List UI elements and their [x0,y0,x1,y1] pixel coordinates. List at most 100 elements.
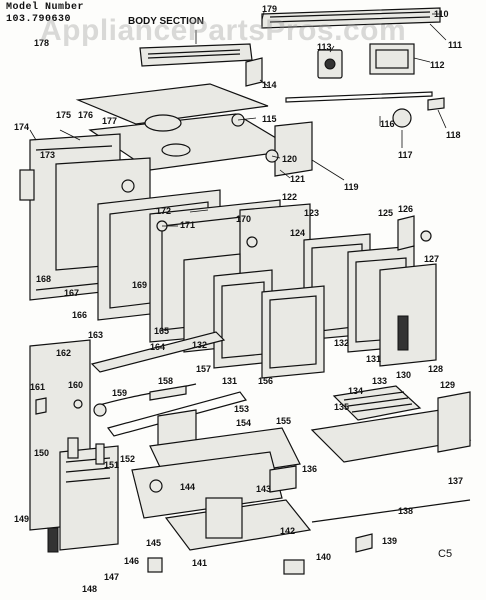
part-label-112: 112 [430,60,445,70]
part-label-150: 150 [34,448,49,458]
part-label-166: 166 [72,310,87,320]
rail-138-part [311,499,471,523]
part-label-161: 161 [30,382,45,392]
gear-172-part [121,179,135,193]
bracket-163-part [90,331,226,373]
part-label-119: 119 [344,182,359,192]
part-label-137: 137 [448,476,463,486]
part-label-174: 174 [14,122,29,132]
vent-cap-part [144,114,182,132]
part-label-113: 113 [317,42,332,52]
part-label-134: 134 [348,386,363,396]
part-label-154: 154 [236,418,251,428]
screw-160-part [73,399,83,409]
part-label-118: 118 [446,130,461,140]
part-label-170: 170 [236,214,251,224]
watermark: AppliancePartsPros.com [40,14,407,47]
part-label-133: 133 [372,376,387,386]
part-label-114: 114 [262,80,277,90]
part-label-153: 153 [234,404,249,414]
part-label-156: 156 [258,376,273,386]
hinge-150-part [67,437,79,459]
part-label-125: 125 [378,208,393,218]
part-label-172: 172 [156,206,171,216]
leader-lines [29,11,447,227]
clock-112-part [369,43,415,75]
bracket-136-part [269,465,297,493]
part-label-159: 159 [112,388,127,398]
pin-127-part [420,230,432,242]
part-label-143: 143 [256,484,271,494]
door-panel-128-part [379,263,437,367]
part-label-164: 164 [150,342,165,352]
clip-118-part [427,97,445,111]
part-label-138: 138 [398,506,413,516]
burner-part [161,143,191,157]
rod-153-part [106,391,248,437]
leg-149-part [47,527,59,553]
box-142-part [205,497,243,539]
part-label-135: 135 [334,402,349,412]
part-label-130: 130 [396,370,411,380]
clip-139-part [355,533,373,553]
part-label-177: 177 [102,116,117,126]
part-label-173: 173 [40,150,55,160]
bottom-plate-part [131,451,283,519]
side-bracket-119-part [274,121,313,177]
part-label-132b: 132 [334,338,349,348]
part-label-163: 163 [88,330,103,340]
clock-face-part [375,49,409,69]
part-label-116: 116 [380,119,395,129]
tube-158-part [149,385,187,401]
part-label-165: 165 [154,326,169,336]
part-label-158: 158 [158,376,173,386]
part-label-152: 152 [120,454,135,464]
grommet-144-part [149,479,163,493]
part-label-110: 110 [434,9,449,19]
part-label-145: 145 [146,538,161,548]
part-label-142: 142 [280,526,295,536]
part-label-146: 146 [124,556,139,566]
foot-140-part [283,559,305,575]
part-label-140: 140 [316,552,331,562]
fitting-159-part [93,403,107,417]
part-label-141: 141 [192,558,207,568]
latch-126-part [397,215,415,251]
part-label-123: 123 [304,208,319,218]
part-label-169: 169 [132,280,147,290]
part-label-148: 148 [82,584,97,594]
part-label-126: 126 [398,204,413,214]
end-plate-129-part [437,391,471,453]
part-label-147: 147 [104,572,119,582]
back-trim-part [261,7,441,29]
bracket-114-part [245,57,263,87]
part-label-175: 175 [56,110,71,120]
section-title: BODY SECTION [128,16,204,27]
top-panel-part [75,83,269,125]
part-label-111: 111 [448,40,462,50]
part-label-157: 157 [196,364,211,374]
part-label-131: 131 [222,376,237,386]
part-label-151: 151 [104,460,119,470]
hinge-173-part [19,169,35,201]
page-code: C5 [438,548,453,560]
part-label-155: 155 [276,416,291,426]
part-label-167: 167 [64,288,79,298]
knob-117-part [392,108,412,128]
part-label-171: 171 [180,220,195,230]
model-number-value: 103.790630 [6,14,72,25]
part-label-144: 144 [180,482,195,492]
part-label-136: 136 [302,464,317,474]
part-label-131b: 131 [366,354,381,364]
part-label-160: 160 [68,380,83,390]
part-label-124: 124 [290,228,305,238]
part-label-115: 115 [262,114,277,124]
part-label-179: 179 [262,4,277,14]
clip-161-part [35,397,47,415]
part-label-176: 176 [78,110,93,120]
part-label-127: 127 [424,254,439,264]
part-label-168: 168 [36,274,51,284]
part-label-128: 128 [428,364,443,374]
